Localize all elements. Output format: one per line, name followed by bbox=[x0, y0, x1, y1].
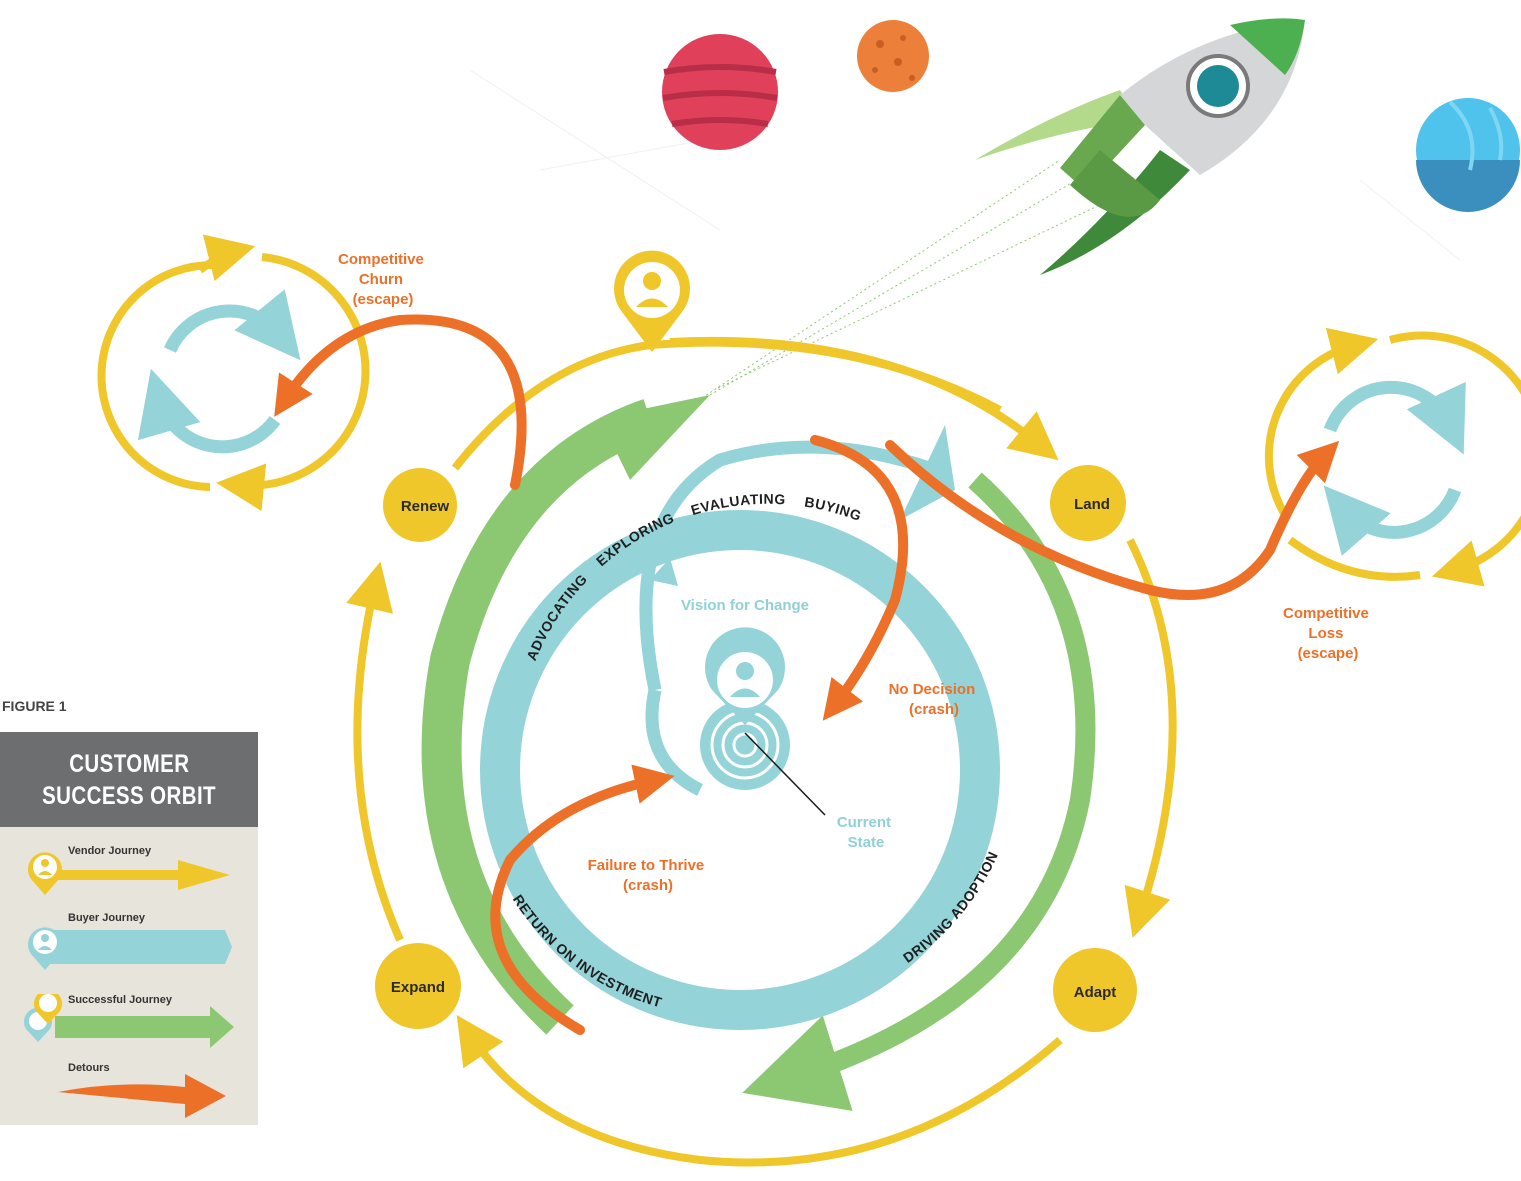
ring-label-buying: BUYING bbox=[803, 494, 864, 524]
stage-renew: Renew bbox=[383, 468, 457, 542]
legend-label-detours: Detours bbox=[68, 1062, 110, 1074]
legend-panel: CUSTOMER SUCCESS ORBIT Vendor Journey Bu… bbox=[0, 732, 258, 1125]
stage-expand: Expand bbox=[375, 943, 461, 1029]
competitive-loss-label: Competitive Loss (escape) bbox=[1283, 605, 1373, 662]
competitive-churn-label: Competitive Churn (escape) bbox=[338, 251, 428, 308]
legend-item-vendor: Vendor Journey bbox=[0, 845, 258, 915]
stage-adapt-label: Adapt bbox=[1074, 984, 1117, 1001]
stage-land: Land bbox=[1050, 465, 1126, 541]
ring-top-labels: ADVOCATING EXPLORING EVALUATING BUYING bbox=[523, 491, 864, 663]
rocket-icon bbox=[701, 18, 1305, 399]
buyer-journey-swatch bbox=[28, 927, 232, 970]
no-decision-label: No Decision (crash) bbox=[889, 681, 980, 718]
legend-label-buyer: Buyer Journey bbox=[68, 912, 146, 924]
planet-blue-icon bbox=[1416, 98, 1520, 212]
legend-item-buyer: Buyer Journey bbox=[0, 912, 258, 982]
legend-title-line-2: SUCCESS ORBIT bbox=[42, 781, 216, 810]
stage-renew-label: Renew bbox=[401, 498, 450, 515]
target-icon bbox=[700, 700, 826, 816]
background-rays bbox=[469, 69, 1461, 261]
legend-label-successful: Successful Journey bbox=[68, 994, 172, 1006]
buyer-pin-icon bbox=[705, 627, 785, 725]
detour-arrows bbox=[274, 314, 1340, 1035]
failure-to-thrive-label: Failure to Thrive (crash) bbox=[588, 857, 709, 894]
legend-item-detours: Detours bbox=[0, 1062, 258, 1132]
vision-for-change-label: Vision for Change bbox=[681, 597, 809, 614]
planet-orange-icon bbox=[857, 20, 929, 92]
stage-land-label: Land bbox=[1074, 496, 1110, 513]
current-state-label: Current State bbox=[837, 814, 895, 851]
figure-label: FIGURE 1 bbox=[2, 698, 67, 714]
successful-journey-arc bbox=[421, 395, 1096, 1111]
competitive-churn-orbit bbox=[97, 234, 370, 512]
competitive-loss-orbit bbox=[1264, 327, 1521, 587]
stage-adapt: Adapt bbox=[1053, 948, 1137, 1032]
legend-title: CUSTOMER SUCCESS ORBIT bbox=[0, 732, 258, 827]
legend-item-successful: Successful Journey bbox=[0, 994, 258, 1064]
successful-journey-swatch bbox=[24, 994, 234, 1048]
vendor-pin-icon bbox=[614, 250, 690, 352]
legend-label-vendor: Vendor Journey bbox=[68, 845, 152, 857]
legend-title-line-1: CUSTOMER bbox=[68, 749, 190, 778]
detours-swatch bbox=[58, 1074, 226, 1118]
vendor-journey-swatch bbox=[28, 852, 230, 895]
planet-red-icon bbox=[662, 34, 778, 150]
stage-expand-label: Expand bbox=[391, 979, 445, 996]
